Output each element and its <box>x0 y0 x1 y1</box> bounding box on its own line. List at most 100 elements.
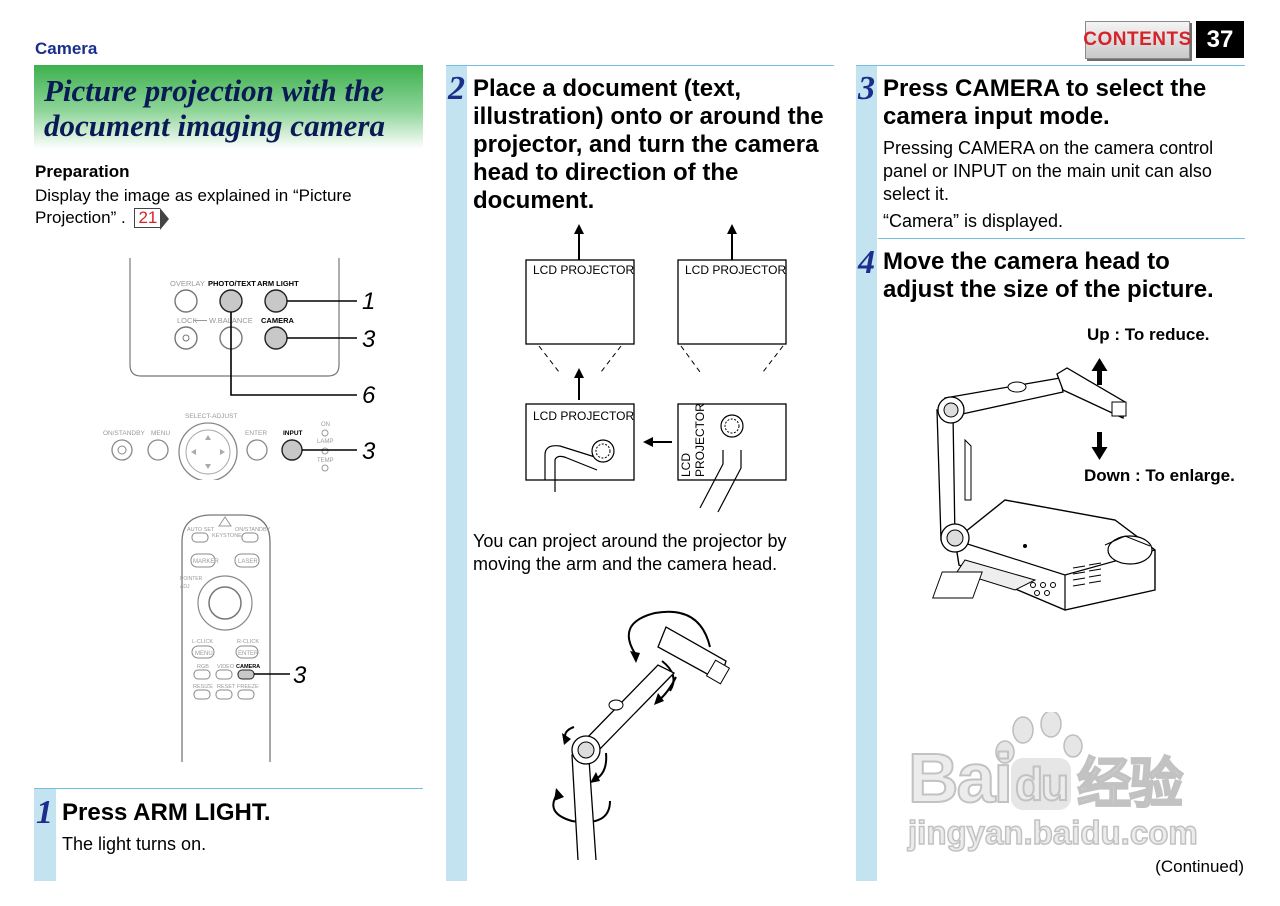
svg-text:LCD PROJECTOR: LCD PROJECTOR <box>533 263 634 277</box>
photo-text-button <box>219 289 243 313</box>
step-3-bar <box>856 66 877 881</box>
callout-6: 6 <box>362 382 376 409</box>
svg-text:LCD: LCD <box>679 453 693 477</box>
preparation-body: Display the image as explained in “Pictu… <box>35 186 352 227</box>
projector-box-bottom-left <box>525 403 635 481</box>
down-desc: : To enlarge. <box>1135 466 1235 485</box>
preparation-heading: Preparation <box>35 162 130 181</box>
page-reference-link[interactable]: 21 <box>134 208 170 230</box>
step-3-body-1: Pressing CAMERA on the camera control pa… <box>883 138 1214 204</box>
step-1-number: 1 <box>36 794 53 831</box>
remote-laser-button <box>234 553 260 568</box>
remote-label-pointer: POINTER <box>180 576 203 582</box>
step-1-body: The light turns on. <box>62 834 207 854</box>
page-number: 37 <box>1196 21 1244 58</box>
camera-button <box>264 326 288 350</box>
label-lamp: LAMP <box>317 439 333 445</box>
step-1-rule <box>34 788 423 789</box>
remote-label-l-click: L-CLICK <box>192 639 213 645</box>
enter-button <box>246 439 268 461</box>
label-photo-text: PHOTO/TEXT <box>208 279 256 288</box>
watermark-url: jingyan.baidu.com <box>907 813 1198 852</box>
remote-label-rgb: RGB <box>197 664 209 670</box>
remote-label-auto-set: AUTO SET <box>187 527 215 533</box>
remote-label-on-standby: ON/STANDBY <box>235 527 271 533</box>
down-key: Down <box>1084 466 1131 485</box>
step-4-heading: Move the camera head to adjust the size … <box>883 248 1214 303</box>
select-adjust-dial <box>178 422 238 480</box>
remote-control-illustration: AUTO SET KEYSTONE ON/STANDBY MARKER LASE… <box>180 514 307 762</box>
label-on: ON <box>321 422 330 428</box>
step-3-body-2: “Camera” is displayed. <box>883 211 1064 231</box>
label-camera: CAMERA <box>261 316 294 325</box>
svg-text:LCD PROJECTOR: LCD PROJECTOR <box>533 409 634 423</box>
section-label: Camera <box>35 39 98 58</box>
label-temp: TEMP <box>317 458 334 464</box>
remote-pointer-pad <box>208 586 242 620</box>
step-4-number: 4 <box>858 244 875 281</box>
paw-icon <box>995 712 1083 764</box>
step-3-number: 3 <box>858 70 875 107</box>
remote-label-r-click: R-CLICK <box>237 639 259 645</box>
up-label: Up : To reduce. <box>1087 325 1210 345</box>
svg-text:MENU: MENU <box>195 651 213 657</box>
step-4-rule <box>878 238 1245 239</box>
callout-3a: 3 <box>362 326 376 353</box>
arm-rotation-illustration <box>552 610 731 861</box>
label-select-adjust: SELECT-ADJUST <box>185 413 237 420</box>
step-1-heading: Press ARM LIGHT. <box>62 799 271 826</box>
step-2-body: You can project around the projector by … <box>473 531 787 574</box>
title-banner: Picture projection with the document ima… <box>34 65 423 149</box>
remote-enter-button <box>235 645 259 659</box>
remote-label-reset: RESET <box>217 684 236 690</box>
remote-menu-button <box>191 645 215 659</box>
label-on-standby: ON/STANDBY <box>103 430 145 437</box>
label-overlay: OVERLAY <box>170 279 205 288</box>
callout-1: 1 <box>362 288 375 315</box>
svg-text:PROJECTOR: PROJECTOR <box>693 403 707 477</box>
remote-marker-button <box>190 553 216 568</box>
step-1-bar <box>34 789 56 881</box>
remote-label-freeze: FREEZE <box>237 684 259 690</box>
up-desc: : To reduce. <box>1114 325 1210 344</box>
label-lock: LOCK <box>177 316 197 325</box>
projector-box-top-left <box>525 259 635 345</box>
remote-label-camera: CAMERA <box>236 664 260 670</box>
projector-box-top-right <box>677 259 787 345</box>
down-label: Down : To enlarge. <box>1084 466 1235 486</box>
contents-button[interactable]: CONTENTS <box>1083 21 1191 59</box>
step-2-bar <box>446 66 467 881</box>
label-arm-light: ARM LIGHT <box>257 279 299 288</box>
callout-3b: 3 <box>362 438 376 465</box>
step-2-heading: Place a document (text, illustration) on… <box>473 75 824 214</box>
step-3-heading: Press CAMERA to select the camera input … <box>883 75 1207 130</box>
projector-orientation-diagram: LCD PROJECTOR LCD PROJECTOR LCD PROJECTO… <box>525 224 787 513</box>
step-3-rule <box>856 65 1245 66</box>
remote-label-video: VIDEO <box>217 664 235 670</box>
remote-label-keystone: KEYSTONE <box>212 533 242 539</box>
remote-label-adj: ADJ <box>180 584 190 590</box>
remote-label-resize: RESIZE <box>193 684 213 690</box>
power-button <box>111 439 133 461</box>
svg-text:LASER: LASER <box>238 559 258 565</box>
page-title: Picture projection with the document ima… <box>44 73 385 143</box>
svg-text:LCD PROJECTOR: LCD PROJECTOR <box>685 263 786 277</box>
label-enter: ENTER <box>245 430 267 437</box>
step-2-number: 2 <box>448 70 465 107</box>
svg-text:MARKER: MARKER <box>193 559 219 565</box>
preparation-text: Display the image as explained in “Pictu… <box>35 185 415 230</box>
menu-button <box>147 439 169 461</box>
arm-light-button <box>264 289 288 313</box>
callout-3c: 3 <box>293 662 307 689</box>
overlay-button <box>174 289 198 313</box>
camera-projector-illustration <box>932 358 1156 611</box>
label-menu: MENU <box>151 430 170 437</box>
svg-text:ENTER: ENTER <box>238 651 259 657</box>
remote-camera-button <box>237 669 255 680</box>
input-button <box>281 439 303 461</box>
step-2-rule <box>446 65 834 66</box>
control-panel-illustration: OVERLAY PHOTO/TEXT ARM LIGHT LOCK W.BALA… <box>103 258 376 480</box>
continued-label: (Continued) <box>1155 857 1244 876</box>
